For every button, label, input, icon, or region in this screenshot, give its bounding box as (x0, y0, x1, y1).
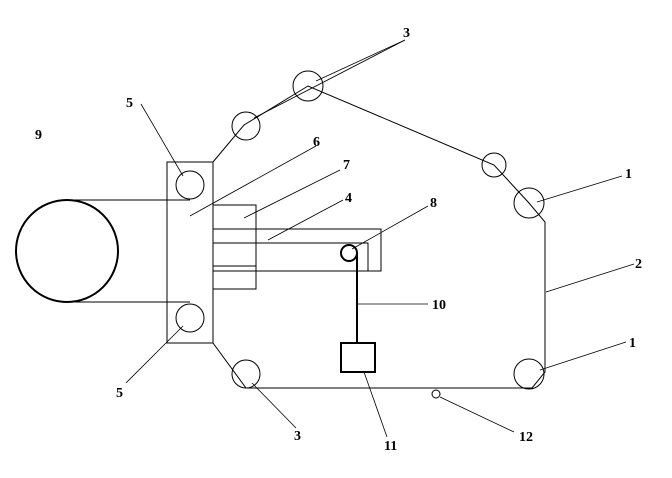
label-9: 9 (35, 128, 42, 143)
leader-3-a (253, 39, 406, 119)
label-2: 2 (635, 257, 642, 272)
label-10: 10 (432, 298, 446, 313)
label-11: 11 (384, 439, 397, 454)
roller-5-bottom (175, 303, 205, 333)
leader-8 (351, 205, 429, 250)
roller-3-top (292, 70, 324, 102)
roller-3-bottom (231, 359, 261, 389)
label-3-top: 3 (403, 26, 410, 41)
roller-1-top (513, 187, 545, 219)
roller-3-left (231, 111, 261, 141)
leader-12 (439, 396, 515, 433)
drive-wheel (15, 199, 119, 303)
bracket-7 (212, 204, 257, 290)
leader-7 (243, 169, 341, 219)
label-7: 7 (343, 158, 350, 173)
weight-11 (340, 342, 376, 373)
label-1-top: 1 (625, 167, 632, 182)
leader-2 (545, 263, 635, 293)
roller-5-top (175, 170, 205, 200)
small-pulley-12 (431, 389, 441, 399)
leader-1-bottom (539, 341, 627, 371)
roller-1-bottom (513, 358, 545, 390)
leader-5-bottom (125, 325, 184, 384)
label-5-bottom: 5 (116, 386, 123, 401)
leader-5-top (140, 103, 184, 177)
leader-3-b (315, 39, 406, 82)
label-3-bottom: 3 (294, 429, 301, 444)
arm-4-inner (212, 242, 369, 272)
roller-3-upper-right (481, 152, 507, 178)
belt-path (212, 85, 546, 389)
label-12: 12 (519, 430, 533, 445)
leader-1-top (536, 175, 623, 203)
leader-3-bottom (251, 382, 297, 429)
label-8: 8 (430, 196, 437, 211)
label-5-top: 5 (126, 96, 133, 111)
label-6: 6 (313, 135, 320, 150)
label-4: 4 (345, 191, 352, 206)
leader-11 (363, 371, 388, 438)
leader-6 (189, 145, 317, 217)
leader-4 (267, 199, 344, 241)
mounting-plate (166, 161, 214, 344)
label-1-bottom: 1 (629, 336, 636, 351)
